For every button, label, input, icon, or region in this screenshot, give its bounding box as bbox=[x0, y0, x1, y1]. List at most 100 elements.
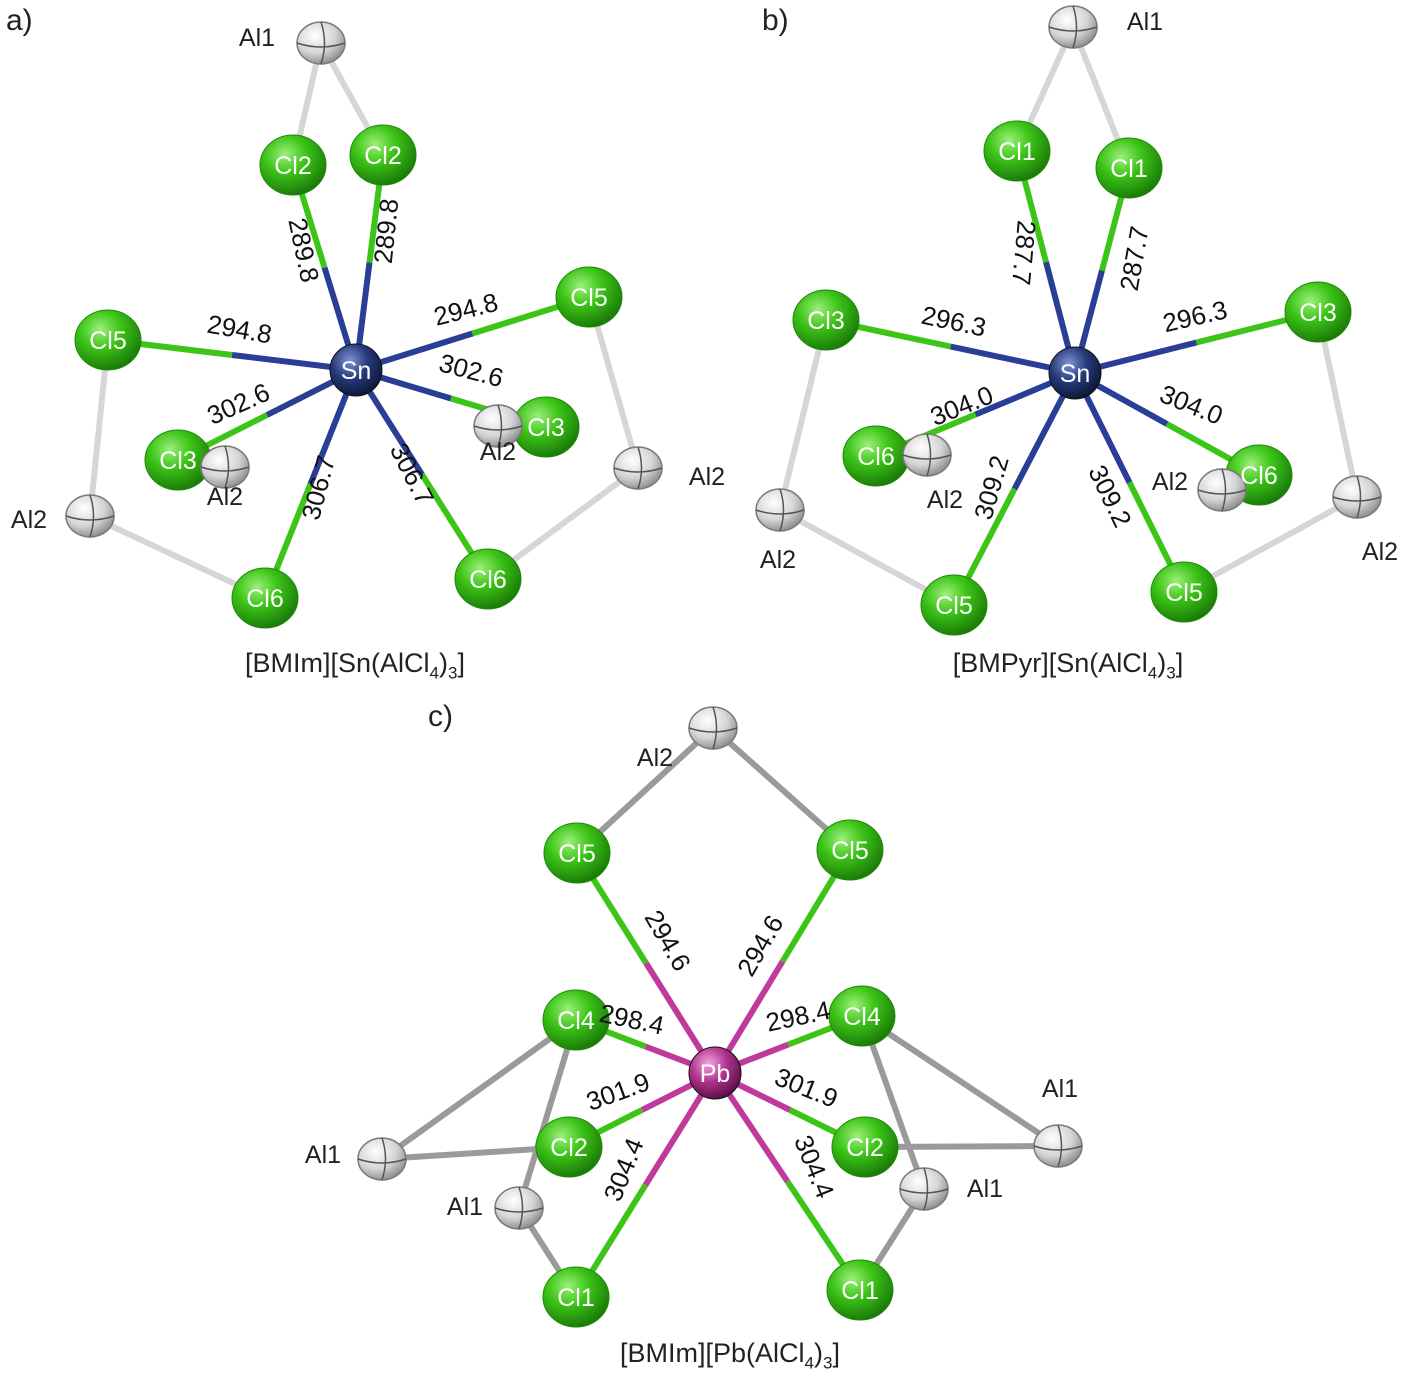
aluminium-atom bbox=[755, 488, 805, 532]
aluminium-atom bbox=[494, 1186, 544, 1230]
aluminium-label: Al1 bbox=[447, 1193, 483, 1221]
chlorine-atom bbox=[454, 548, 522, 610]
aluminium-sphere bbox=[1048, 5, 1098, 49]
chlorine-label: Cl6 bbox=[469, 566, 507, 594]
chlorine-label: Cl6 bbox=[1240, 462, 1278, 490]
chlorine-atom bbox=[535, 1116, 603, 1178]
chlorine-label: Cl4 bbox=[843, 1003, 881, 1031]
aluminium-ellipse-line bbox=[320, 21, 326, 65]
chlorine-atom bbox=[74, 309, 142, 371]
chlorine-atom bbox=[1284, 281, 1352, 343]
aluminium-ellipse-line bbox=[224, 445, 230, 489]
aluminium-label: Al1 bbox=[239, 24, 275, 52]
aluminium-sphere bbox=[613, 446, 663, 490]
aluminium-label: Al2 bbox=[207, 483, 243, 511]
aluminium-atom bbox=[1033, 1124, 1083, 1168]
chlorine-label: Cl6 bbox=[857, 443, 895, 471]
bond-length-label: 287.7 bbox=[1006, 219, 1042, 286]
aluminium-ellipse-line bbox=[200, 466, 250, 472]
aluminium-sphere bbox=[1197, 468, 1247, 512]
panel-letter-b: b) bbox=[762, 4, 789, 37]
chlorine-label: Cl5 bbox=[570, 284, 608, 312]
chlorine-label: Cl3 bbox=[1299, 299, 1337, 327]
bond-length-label: 289.8 bbox=[282, 215, 325, 285]
aluminium-ellipse-line bbox=[1072, 5, 1078, 49]
aluminium-ellipse-line bbox=[518, 1186, 524, 1230]
aluminium-label: Al2 bbox=[1362, 538, 1398, 566]
aluminium-ellipse-line bbox=[357, 1158, 407, 1164]
aluminium-sphere bbox=[1033, 1124, 1083, 1168]
aluminium-ellipse-line bbox=[688, 727, 738, 733]
panel-a-atoms bbox=[74, 124, 623, 629]
aluminium-ellipse-line bbox=[926, 433, 932, 477]
chlorine-label: Cl2 bbox=[550, 1134, 588, 1162]
aluminium-ellipse-line bbox=[1221, 468, 1227, 512]
aluminium-label: Al2 bbox=[637, 744, 673, 772]
aluminium-label: Al2 bbox=[927, 486, 963, 514]
chlorine-label: Cl5 bbox=[558, 840, 596, 868]
al-cl-bond bbox=[1181, 494, 1360, 595]
aluminium-ellipse-line bbox=[494, 1207, 544, 1213]
aluminium-atom bbox=[688, 706, 738, 750]
aluminium-atom bbox=[200, 445, 250, 489]
chlorine-atom bbox=[792, 289, 860, 351]
chlorine-label: Cl1 bbox=[998, 138, 1036, 166]
chlorine-atom bbox=[231, 567, 299, 629]
aluminium-atom bbox=[1048, 5, 1098, 49]
aluminium-label: Al2 bbox=[11, 506, 47, 534]
aluminium-atom bbox=[613, 446, 663, 490]
aluminium-sphere bbox=[1332, 475, 1382, 519]
chlorine-atom bbox=[555, 266, 623, 328]
caption-b: [BMPyr][Sn(AlCl4)3] bbox=[952, 648, 1184, 683]
bond-length-label: 302.6 bbox=[203, 377, 275, 431]
aluminium-atom bbox=[65, 494, 115, 538]
aluminium-label: Al2 bbox=[689, 463, 725, 491]
aluminium-sphere bbox=[755, 488, 805, 532]
bond-length-label: 294.6 bbox=[731, 910, 790, 981]
aluminium-sphere bbox=[494, 1186, 544, 1230]
aluminium-sphere bbox=[296, 21, 346, 65]
aluminium-ellipse-line bbox=[1048, 26, 1098, 32]
chlorine-atom bbox=[542, 1266, 610, 1328]
aluminium-ellipse-line bbox=[65, 515, 115, 521]
bond-length-label: 309.2 bbox=[1082, 460, 1137, 532]
metal-label: Pb bbox=[700, 1060, 731, 1088]
chlorine-atom bbox=[543, 822, 611, 884]
aluminium-ellipse-line bbox=[613, 467, 663, 473]
aluminium-ellipse-line bbox=[712, 706, 718, 750]
bond-length-label: 306.7 bbox=[295, 452, 341, 523]
chlorine-label: Cl1 bbox=[1110, 155, 1148, 183]
metal-label: Sn bbox=[1060, 360, 1091, 388]
aluminium-sphere bbox=[688, 706, 738, 750]
al-cl-bond bbox=[379, 1017, 579, 1162]
al-cl-bond bbox=[777, 507, 957, 608]
aluminium-atom bbox=[296, 21, 346, 65]
chlorine-label: Cl5 bbox=[831, 837, 869, 865]
chlorine-atom bbox=[920, 574, 988, 636]
chlorine-label: Cl3 bbox=[807, 307, 845, 335]
chlorine-label: Cl6 bbox=[246, 585, 284, 613]
chlorine-label: Cl3 bbox=[527, 414, 565, 442]
aluminium-sphere bbox=[902, 433, 952, 477]
chlorine-atom bbox=[1095, 137, 1163, 199]
aluminium-ellipse-line bbox=[637, 446, 643, 490]
aluminium-atom bbox=[899, 1167, 949, 1211]
aluminium-label: Al1 bbox=[1127, 8, 1163, 36]
chlorine-atom bbox=[983, 120, 1051, 182]
chlorine-atom bbox=[259, 134, 327, 196]
panel-c-atoms bbox=[535, 819, 899, 1328]
aluminium-label: Al2 bbox=[760, 546, 796, 574]
chlorine-atom bbox=[349, 124, 417, 186]
aluminium-ellipse-line bbox=[296, 42, 346, 48]
bond-length-label: 296.3 bbox=[919, 300, 989, 343]
caption-c: [BMIm][Pb(AlCl4)3] bbox=[620, 1338, 840, 1373]
aluminium-atom bbox=[357, 1137, 407, 1181]
aluminium-ellipse-line bbox=[899, 1188, 949, 1194]
aluminium-atom bbox=[1332, 475, 1382, 519]
al-cl-bond bbox=[516, 1017, 579, 1211]
aluminium-label: Al2 bbox=[480, 438, 516, 466]
al-cl-bond bbox=[859, 1013, 1061, 1149]
aluminium-label: Al1 bbox=[305, 1141, 341, 1169]
chlorine-label: Cl3 bbox=[159, 447, 197, 475]
